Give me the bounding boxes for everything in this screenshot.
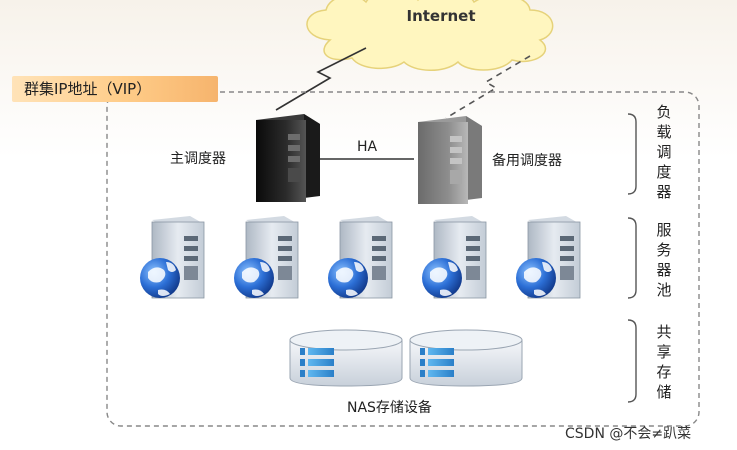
watermark-text: CSDN @不会≠趴菜 xyxy=(565,426,692,442)
scheduler-group-label: 负载调度器 xyxy=(656,103,672,201)
internet-cloud-icon xyxy=(306,0,554,71)
cluster-vip-label: 群集IP地址（VIP） xyxy=(12,76,218,102)
server-pool-icon-4 xyxy=(422,216,487,299)
ha-label: HA xyxy=(357,139,378,155)
nas-storage-label: NAS存储设备 xyxy=(347,400,432,416)
server-pool-icon-5 xyxy=(516,216,581,299)
cluster-boundary xyxy=(106,91,700,427)
internet-label: Internet xyxy=(406,7,476,25)
backup-scheduler-label: 备用调度器 xyxy=(492,153,562,169)
server-pool-icon-3 xyxy=(328,216,393,299)
bracket-scheduler-group xyxy=(627,113,637,195)
nas-storage-icon-1 xyxy=(289,329,403,387)
bracket-server-pool xyxy=(627,217,637,299)
bracket-shared-storage xyxy=(627,319,637,403)
shared-storage-label: 共享存储 xyxy=(656,323,672,401)
backup-scheduler-server-icon xyxy=(418,116,482,204)
server-pool-icon-2 xyxy=(234,216,299,299)
nas-storage-icon-2 xyxy=(409,329,523,387)
server-pool-icon-1 xyxy=(140,216,205,299)
backup-link-line xyxy=(445,55,531,119)
primary-scheduler-server-icon xyxy=(256,114,320,202)
server-pool-label: 服务器池 xyxy=(656,221,672,299)
primary-scheduler-label: 主调度器 xyxy=(170,151,226,167)
primary-link-line xyxy=(275,47,367,111)
